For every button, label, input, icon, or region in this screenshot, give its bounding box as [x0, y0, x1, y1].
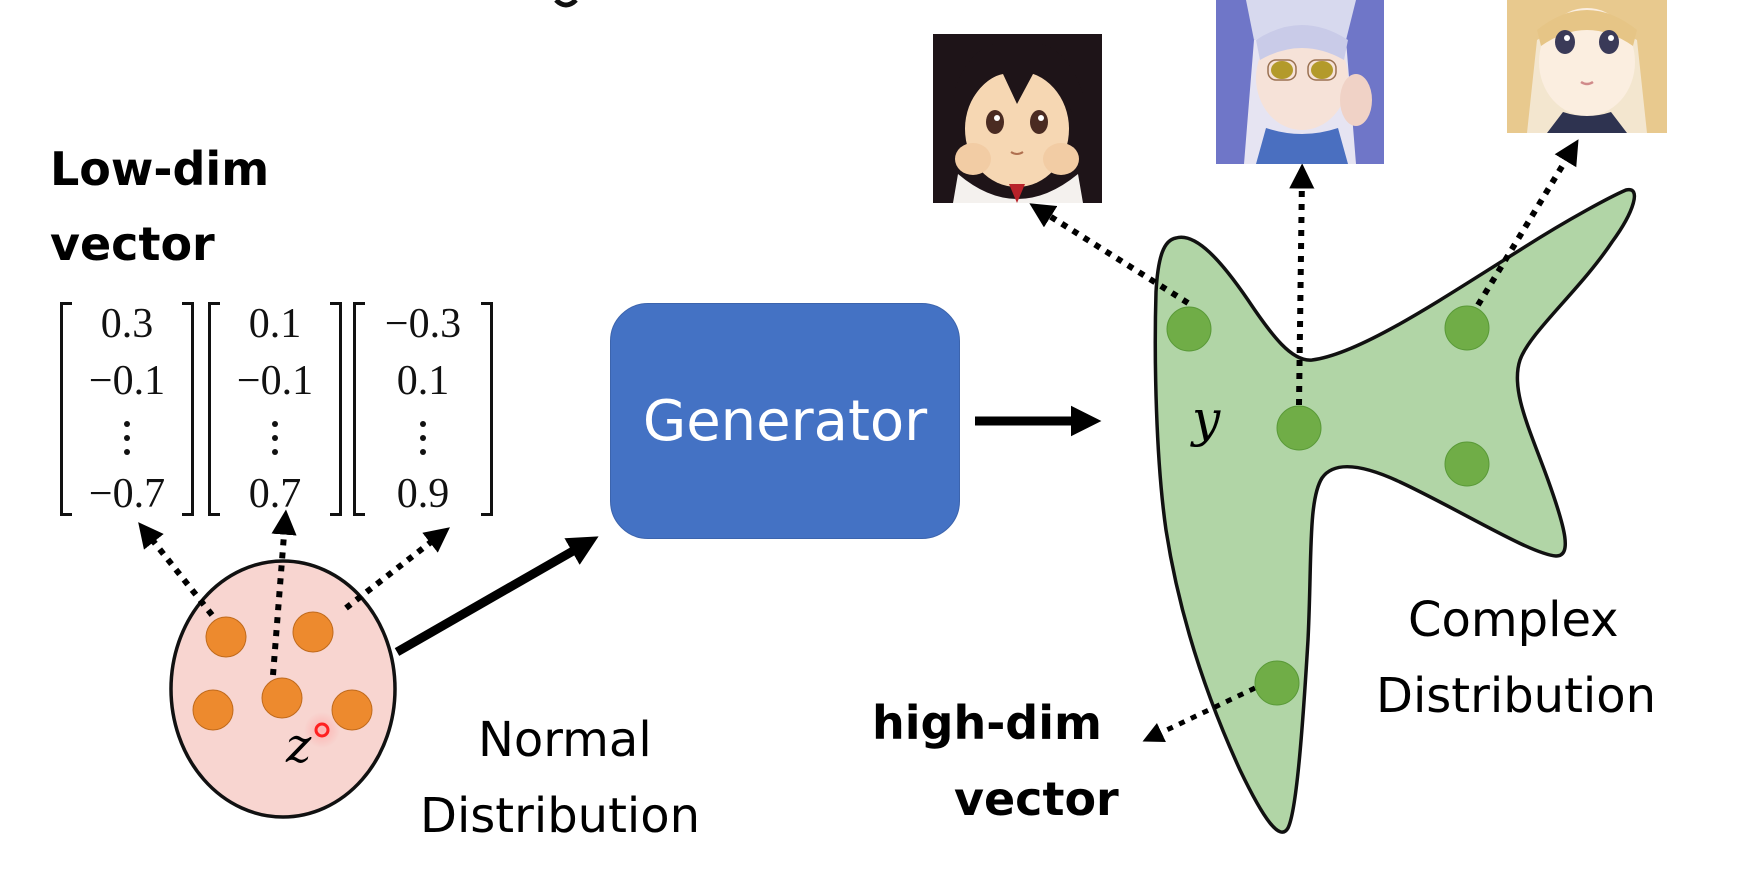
vector-3-top: −0.3 — [384, 301, 462, 347]
vector-1: 0.3 −0.1 −0.7 — [60, 302, 194, 516]
vertical-ellipsis — [124, 417, 130, 459]
complex-distribution-line2: Distribution — [1376, 668, 1657, 724]
orange-dot — [292, 611, 334, 653]
green-dot — [1254, 660, 1300, 706]
green-dot — [1276, 405, 1322, 451]
bracket-left — [353, 302, 365, 516]
generator-label: Generator — [642, 388, 928, 454]
normal-distribution-line1: Normal — [478, 712, 652, 768]
vector-2-top: 0.1 — [248, 301, 302, 347]
complex-distribution-shape — [1153, 187, 1637, 834]
low-dim-label-line1: Low-dim — [50, 142, 270, 196]
vector-2-bottom: 0.7 — [248, 470, 302, 517]
green-dot — [1166, 306, 1212, 352]
dotted-arrow-to-vector-1 — [138, 522, 215, 617]
vector-3-second: 0.1 — [396, 358, 450, 405]
vector-3: −0.3 0.1 0.9 — [353, 302, 493, 516]
cropped-title-fragment — [554, 0, 578, 8]
bracket-right — [481, 302, 493, 516]
vector-1-top: 0.3 — [100, 301, 154, 347]
high-dim-label-line1: high-dim — [872, 696, 1102, 750]
bracket-left — [208, 302, 220, 516]
bracket-left — [60, 302, 72, 516]
high-dim-label-line2: vector — [954, 772, 1119, 826]
generator-box: Generator — [610, 303, 960, 539]
normal-distribution-line2: Distribution — [420, 788, 701, 844]
vertical-ellipsis — [420, 417, 426, 459]
vertical-ellipsis — [272, 417, 278, 459]
arrow-normal-to-generator — [394, 536, 599, 656]
bracket-right — [182, 302, 194, 516]
sample-image-dark-hair — [933, 34, 1102, 203]
orange-dot — [261, 677, 303, 719]
variable-y: y — [1192, 390, 1221, 448]
green-sample-dots — [1166, 305, 1490, 706]
orange-sample-dots — [192, 611, 373, 731]
green-dot — [1444, 441, 1490, 487]
bracket-right — [330, 302, 342, 516]
variable-z: z — [286, 718, 312, 774]
vector-2: 0.1 −0.1 0.7 — [208, 302, 342, 516]
sample-image-blonde-hair — [1507, 0, 1667, 133]
dotted-arrow-to-sample-3 — [1475, 139, 1579, 307]
orange-dot — [205, 616, 247, 658]
green-dot — [1444, 305, 1490, 351]
vector-3-bottom: 0.9 — [396, 470, 450, 517]
vector-1-bottom: −0.7 — [88, 470, 166, 517]
dotted-arrow-to-sample-1 — [1029, 203, 1190, 306]
dotted-arrow-to-high-dim — [1142, 685, 1257, 742]
vector-2-second: −0.1 — [236, 358, 314, 405]
complex-distribution-line1: Complex — [1408, 592, 1619, 648]
orange-dot — [192, 689, 234, 731]
sample-image-silver-hair-glasses — [1216, 0, 1384, 164]
dotted-arrow-to-vector-3 — [344, 527, 450, 611]
cursor-glow — [304, 712, 340, 748]
low-dim-label-line2: vector — [50, 217, 215, 271]
mouse-cursor-icon — [314, 722, 330, 738]
vector-1-second: −0.1 — [88, 358, 166, 405]
orange-dot — [331, 689, 373, 731]
